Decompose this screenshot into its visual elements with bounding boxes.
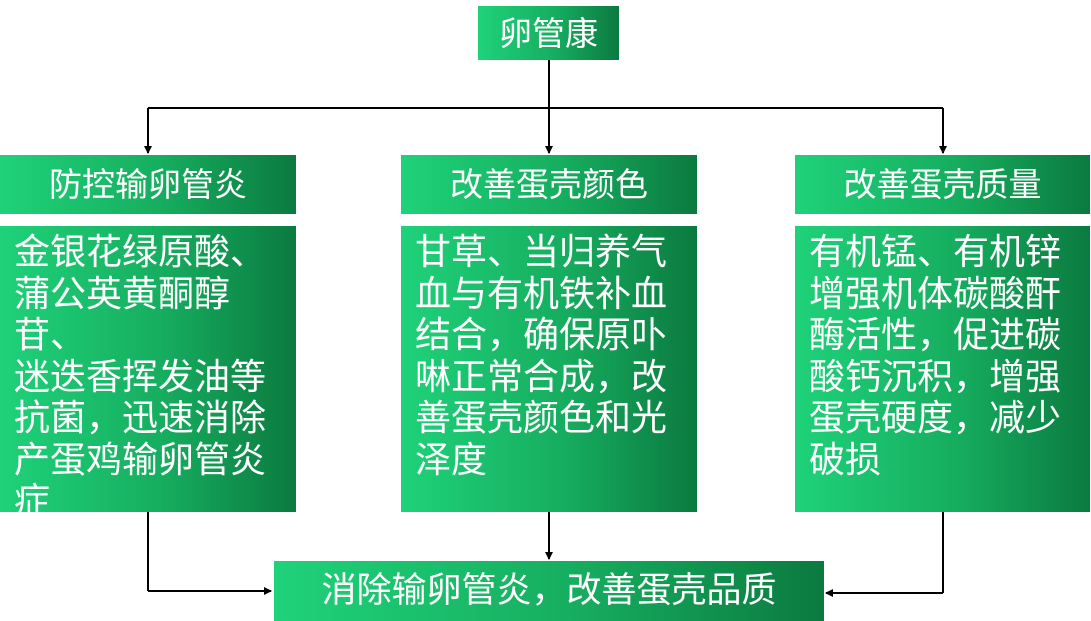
- col-1-title: 防控输卵管炎: [49, 165, 247, 204]
- col-3-line-2: 增强机体碳酸酐: [809, 273, 1062, 315]
- root-node: 卵管康: [478, 6, 619, 60]
- col-3-body: 有机锰、有机锌 增强机体碳酸酐 酶活性，促进碳 酸钙沉积，增强 蛋壳硬度，减少 …: [795, 226, 1090, 512]
- result-node: 消除输卵管炎，改善蛋壳品质: [274, 561, 824, 621]
- col-3-line-1: 有机锰、有机锌: [809, 232, 1062, 273]
- col-3-line-5: 蛋壳硬度，减少: [809, 398, 1062, 439]
- root-label: 卵管康: [499, 13, 598, 53]
- col-3-title-box: 改善蛋壳质量: [795, 155, 1090, 214]
- col-2-title: 改善蛋壳颜色: [450, 165, 648, 204]
- col-2-line-2: 血与有机铁补血: [415, 273, 668, 315]
- col-2-body: 甘草、当归养气 血与有机铁补血 结合，确保原卟 啉正常合成，改 善蛋壳颜色和光 …: [401, 226, 697, 512]
- col-1-line-6: 症: [14, 481, 51, 522]
- col-2-title-box: 改善蛋壳颜色: [401, 155, 697, 214]
- col-2-line-6: 泽度: [415, 439, 488, 481]
- col-3-line-4: 酸钙沉积，增强: [809, 356, 1062, 398]
- col-3-line-6: 破损: [809, 439, 882, 481]
- col-1-line-5: 产蛋鸡输卵管炎: [14, 439, 267, 481]
- col-1-line-3: 迷迭香挥发油等: [14, 356, 267, 398]
- col-2-line-5: 善蛋壳颜色和光: [415, 398, 668, 439]
- col-1-line-4: 抗菌，迅速消除: [14, 398, 267, 439]
- col-1-line-2: 蒲公英黄酮醇苷、: [14, 273, 231, 357]
- col-3-title: 改善蛋壳质量: [843, 165, 1042, 204]
- col-2-line-3: 结合，确保原卟: [415, 315, 668, 356]
- col-1-line-1: 金银花绿原酸、: [14, 232, 267, 273]
- col-1-body: 金银花绿原酸、 蒲公英黄酮醇苷、 迷迭香挥发油等 抗菌，迅速消除 产蛋鸡输卵管炎…: [0, 226, 296, 522]
- col-1-title-box: 防控输卵管炎: [0, 155, 296, 214]
- result-label: 消除输卵管炎，改善蛋壳品质: [321, 570, 777, 611]
- col-3-line-3: 酶活性，促进碳: [809, 315, 1062, 356]
- col-2-line-1: 甘草、当归养气: [415, 232, 668, 273]
- col-2-line-4: 啉正常合成，改: [415, 356, 668, 398]
